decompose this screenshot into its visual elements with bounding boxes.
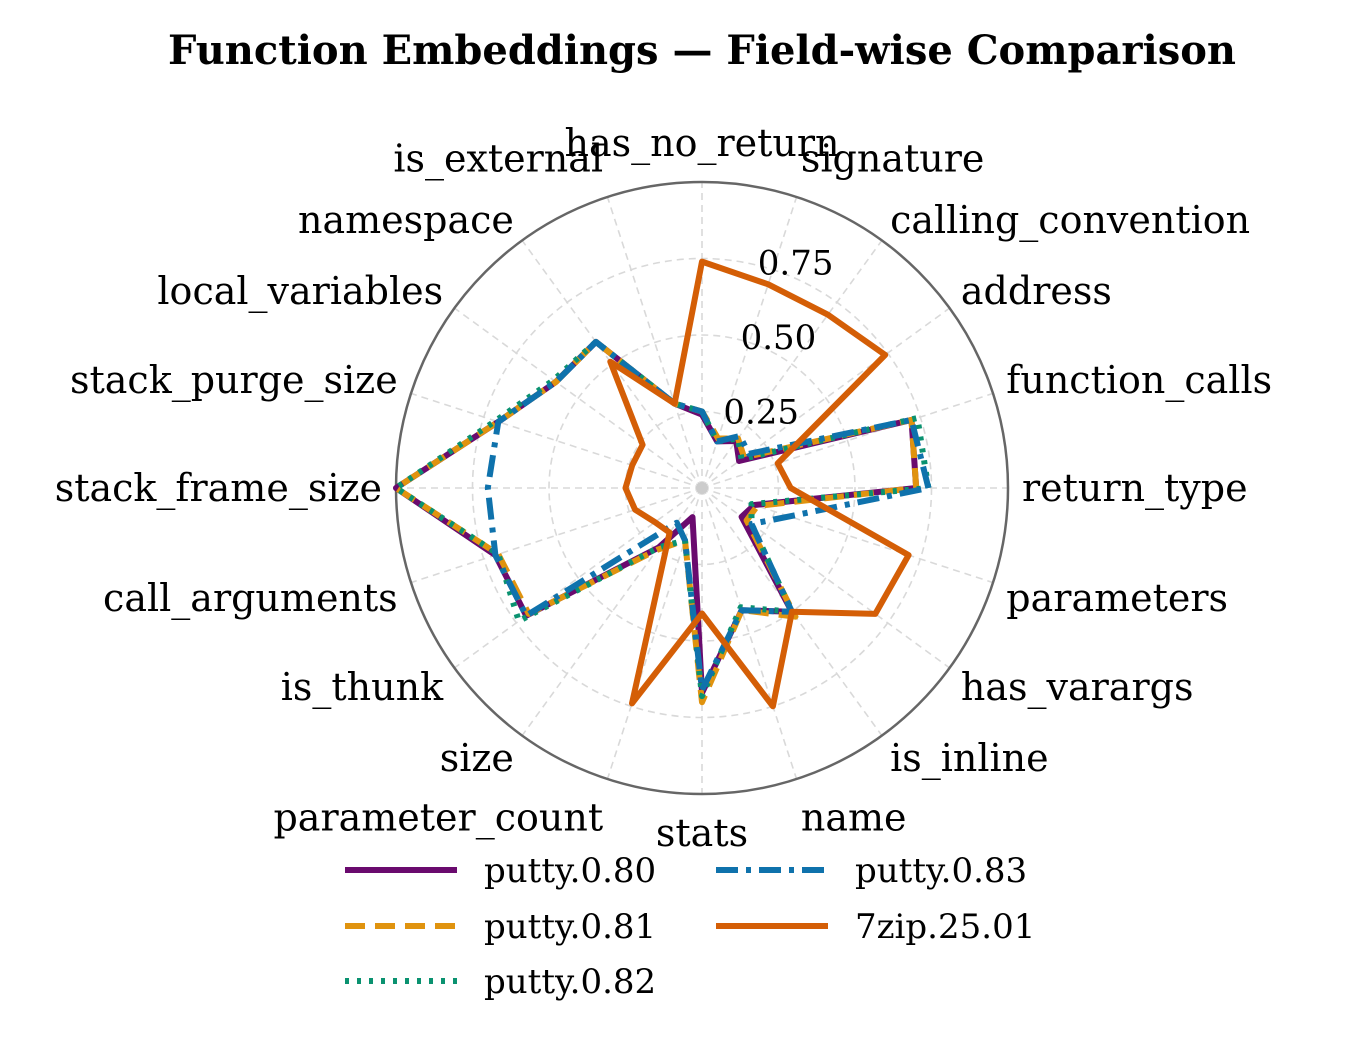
radial-tick-label: 0.75 [758,243,834,283]
spoke-line [410,487,703,584]
grid-ring [471,257,933,719]
center-dot [696,482,708,494]
spoke-line [701,392,994,489]
category-label: name [801,795,907,839]
spoke-line [521,487,703,737]
category-label: address [961,269,1112,313]
spoke-line [521,239,703,489]
category-label: is_inline [890,736,1049,781]
spoke-line [701,487,883,737]
spoke-line [701,487,798,780]
category-label: return_type [1022,466,1248,511]
radial-ticks: 0.25 0.50 0.75 [723,243,833,432]
category-label: is_external [393,137,603,182]
legend-label: putty.0.80 [484,851,656,891]
category-label: local_variables [157,269,443,314]
category-label: stats [656,811,748,855]
category-label: parameter_count [273,795,603,840]
legend-label: putty.0.83 [855,851,1027,891]
spoke-line [410,392,703,489]
category-label: has_no_return [564,121,839,166]
series-line-4 [607,258,912,710]
spoke-line [453,307,703,489]
category-labels: return_type function_calls address calling_… [55,121,1272,855]
legend-label: putty.0.81 [484,907,656,947]
radial-tick-label: 0.50 [741,318,817,358]
series-line-3 [484,338,932,693]
legend-label: putty.0.82 [484,962,656,1002]
category-label: has_varargs [961,665,1194,710]
radial-tick-label: 0.25 [723,392,799,432]
category-label: stack_frame_size [55,466,382,511]
chart-title: Function Embeddings — Field-wise Compari… [168,27,1236,74]
category-label: is_thunk [281,665,444,710]
category-label: function_calls [1006,358,1272,403]
spoke-line [701,239,883,489]
category-label: namespace [298,198,514,242]
category-label: calling_convention [890,198,1250,243]
radar-series [393,258,932,710]
category-label: stack_purge_size [70,358,398,403]
category-label: signature [801,137,985,181]
spoke-line [606,196,703,489]
category-label: parameters [1006,576,1228,620]
category-label: call_arguments [103,576,398,621]
grid-ring [624,410,780,566]
spoke-line [453,487,703,669]
category-label: size [440,736,514,780]
legend-label: 7zip.25.01 [855,907,1035,947]
legend: putty.0.80 putty.0.81 putty.0.82 putty.0.83… [345,851,1035,1002]
